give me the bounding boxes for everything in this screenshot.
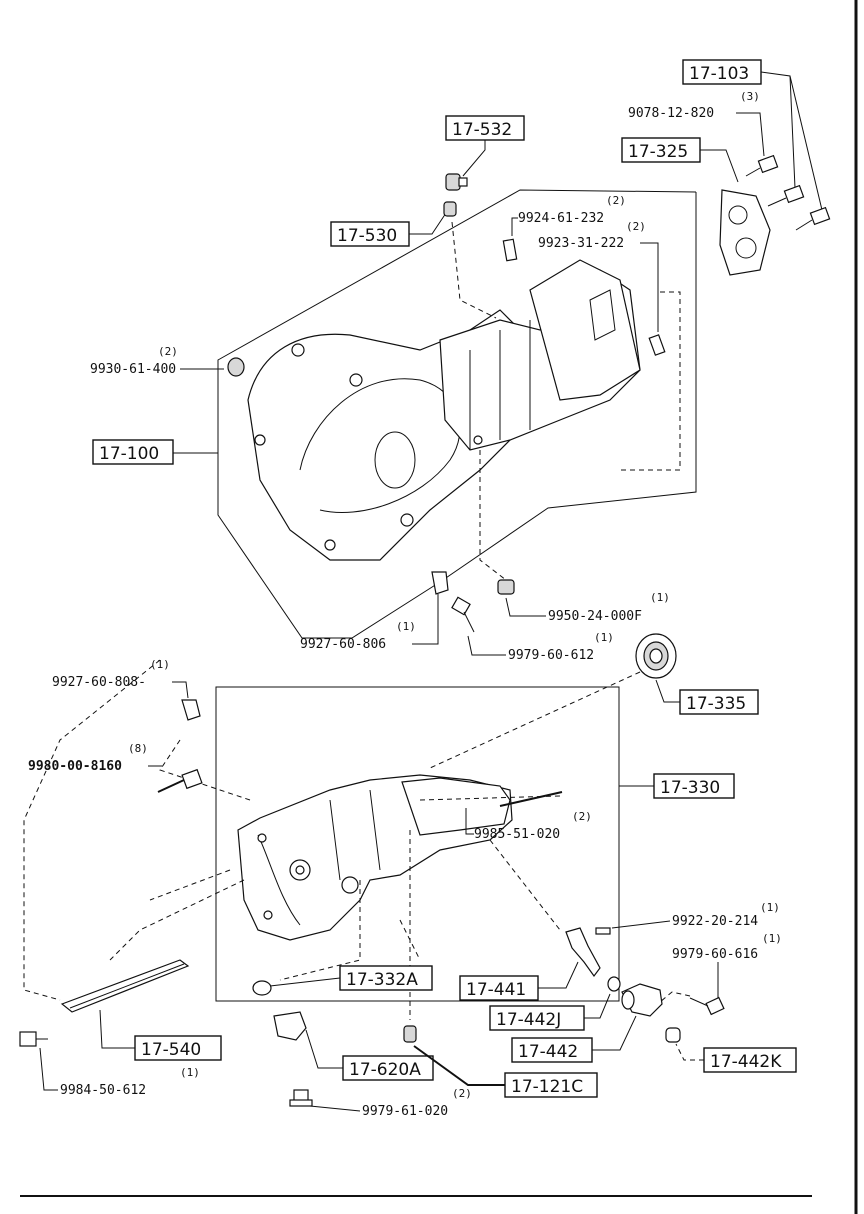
part-9927-60-806: (1) 9927-60-806	[300, 571, 449, 652]
bolt-icon	[689, 996, 725, 1016]
part-9927-60-808: (1) 9927-60-808-	[52, 658, 201, 721]
svg-text:9979-60-612: 9979-60-612	[508, 648, 594, 663]
svg-text:9930-61-400: 9930-61-400	[90, 362, 176, 377]
ref-17-441: 17-441	[466, 980, 526, 1000]
ref-17-540-group: 17-540	[60, 959, 222, 1061]
svg-text:9985-51-020: 9985-51-020	[474, 827, 560, 842]
ref-17-442J-group: 17-442J	[489, 976, 621, 1031]
part-9922-20-214: (1) 9922-20-214	[595, 901, 780, 935]
part-9985-51-020: (2) 9985-51-020	[465, 791, 592, 842]
ref-17-330-group: 17-330	[619, 773, 735, 799]
seal-icon	[665, 1027, 681, 1043]
ref-17-620A-group: 17-620A	[273, 1011, 434, 1081]
svg-text:(2): (2)	[572, 810, 592, 823]
svg-text:9979-61-020: 9979-61-020	[362, 1104, 448, 1119]
ref-17-325-group: 17-325	[621, 137, 771, 276]
gasket-plate-icon	[719, 189, 771, 276]
ref-17-442-group: 17-442	[511, 983, 663, 1063]
svg-text:9927-60-806: 9927-60-806	[300, 637, 386, 652]
ref-17-121C: 17-121C	[511, 1077, 583, 1097]
part-9924-61-232: (2) 9924-61-232	[502, 194, 626, 262]
clip-icon	[431, 571, 449, 595]
ref-17-103: 17-103	[689, 64, 749, 84]
svg-text:(1): (1)	[150, 658, 170, 671]
svg-text:(2): (2)	[452, 1087, 472, 1100]
svg-text:(2): (2)	[606, 194, 626, 207]
ref-17-442: 17-442	[518, 1042, 578, 1062]
svg-text:9927-60-808-: 9927-60-808-	[52, 675, 146, 690]
transmission-case-assembly	[217, 189, 697, 639]
ref-17-330: 17-330	[660, 778, 720, 798]
ref-17-532-group: 17-532	[445, 115, 525, 191]
part-9078-12-820: (3) 9078-12-820	[628, 90, 779, 177]
sleeve-icon	[621, 983, 663, 1017]
svg-text:(1): (1)	[396, 620, 416, 633]
part-9979-60-612: (1) 9979-60-612	[451, 596, 614, 663]
bolt-icon	[451, 596, 475, 633]
ref-17-100-group: 17-100	[92, 439, 218, 465]
part-9984-50-612: (1) 9984-50-612	[19, 1031, 200, 1098]
ref-17-441-group: 17-441	[459, 927, 601, 1001]
svg-text:(8): (8)	[128, 742, 148, 755]
svg-text:(1): (1)	[762, 932, 782, 945]
ref-17-335: 17-335	[686, 694, 746, 714]
ref-17-121C-group: 17-121C	[403, 1025, 598, 1098]
bracket-icon	[273, 1011, 307, 1041]
svg-text:9950-24-000F: 9950-24-000F	[548, 609, 642, 624]
ref-17-530-group: 17-530	[330, 201, 457, 247]
plug-icon	[497, 579, 515, 595]
svg-text:9979-60-616: 9979-60-616	[672, 947, 758, 962]
svg-text:(1): (1)	[180, 1066, 200, 1079]
ref-17-335-group: 17-335	[635, 633, 759, 715]
part-9980-00-8160: (8) 9980-00-8160	[28, 742, 203, 793]
bolt-icon	[157, 768, 203, 793]
ref-17-532: 17-532	[452, 120, 512, 140]
bolt-icon	[745, 154, 779, 177]
ref-17-620A: 17-620A	[349, 1060, 421, 1080]
ref-17-325: 17-325	[628, 142, 688, 162]
svg-text:9984-50-612: 9984-50-612	[60, 1083, 146, 1098]
plug-icon	[227, 357, 245, 377]
bolt-icon	[19, 1031, 48, 1047]
svg-text:9078-12-820: 9078-12-820	[628, 106, 714, 121]
part-9950-24-000F: (1) 9950-24-000F	[497, 579, 670, 624]
extension-housing-assembly	[23, 659, 641, 1020]
speedometer-gear-icon	[565, 927, 601, 978]
svg-text:(2): (2)	[626, 220, 646, 233]
ref-17-530: 17-530	[337, 226, 397, 246]
svg-text:(1): (1)	[594, 631, 614, 644]
svg-text:(1): (1)	[760, 901, 780, 914]
svg-text:(3): (3)	[740, 90, 760, 103]
breather-icon	[403, 1025, 417, 1043]
part-9979-61-020: (2) 9979-61-020	[289, 1087, 472, 1119]
ref-17-103-group: 17-103	[682, 59, 831, 231]
bolt-icon	[795, 206, 831, 231]
ref-17-332A-group: 17-332A	[252, 965, 433, 996]
bolt-icon	[767, 184, 805, 207]
stud-icon	[499, 791, 563, 807]
svg-text:9980-00-8160: 9980-00-8160	[28, 759, 122, 774]
ref-17-540: 17-540	[141, 1040, 201, 1060]
bolt-icon	[289, 1089, 313, 1107]
part-9923-31-222: (2) 9923-31-222	[538, 220, 666, 356]
ref-17-332A: 17-332A	[346, 970, 418, 990]
pin-icon	[595, 927, 611, 935]
part-9979-60-616: (1) 9979-60-616	[659, 932, 782, 1016]
o-ring-icon	[607, 976, 621, 992]
svg-text:9923-31-222: 9923-31-222	[538, 236, 624, 251]
svg-text:9922-20-214: 9922-20-214	[672, 914, 758, 929]
ref-17-442K: 17-442K	[710, 1052, 782, 1072]
svg-text:(2): (2)	[158, 345, 178, 358]
ref-17-442K-group: 17-442K	[665, 1027, 797, 1073]
part-9930-61-400: (2) 9930-61-400	[90, 345, 245, 377]
clip-icon	[181, 699, 201, 721]
svg-text:9924-61-232: 9924-61-232	[518, 211, 604, 226]
ref-17-100: 17-100	[99, 444, 159, 464]
ref-17-442J: 17-442J	[496, 1010, 561, 1030]
svg-text:(1): (1)	[650, 591, 670, 604]
gasket-icon	[252, 980, 272, 996]
